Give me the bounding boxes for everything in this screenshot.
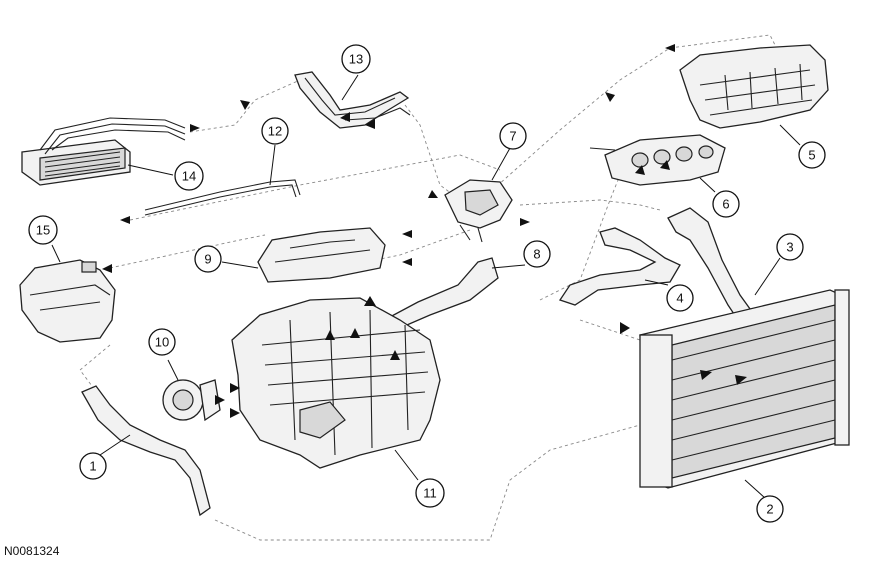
arrow-icon <box>120 216 130 224</box>
arrow-icon <box>350 328 360 338</box>
arrow-icon <box>102 264 112 273</box>
callout-3: 3 <box>776 233 804 261</box>
callout-label: 3 <box>786 240 793 255</box>
lower-hose <box>558 227 681 306</box>
heater-hose <box>294 71 411 129</box>
arrow-icon <box>635 165 645 175</box>
arrow-icon <box>660 160 670 170</box>
callout-13: 13 <box>341 44 371 74</box>
callout-11: 11 <box>415 478 445 508</box>
callout-6: 6 <box>712 190 740 218</box>
flow-line-bottom <box>214 424 641 541</box>
callout-1: 1 <box>79 452 107 480</box>
flow-line-heater <box>189 79 301 133</box>
callout-label: 13 <box>349 52 363 67</box>
flow-arrows <box>102 44 747 418</box>
thermostat-housing <box>444 179 513 243</box>
callout-label: 9 <box>204 252 211 267</box>
flow-line-7-3 <box>519 199 661 211</box>
callout-label: 8 <box>533 247 540 262</box>
intake-cover <box>257 227 386 283</box>
flow-line-13-7 <box>404 104 461 201</box>
upper-hose <box>386 257 499 329</box>
arrow-icon <box>365 119 375 129</box>
arrow-icon <box>605 92 615 102</box>
callout-label: 15 <box>36 223 50 238</box>
callout-label: 7 <box>509 129 516 144</box>
arrow-icon <box>735 375 747 385</box>
arrow-icon <box>215 395 225 405</box>
callout-label: 6 <box>722 197 729 212</box>
callout-9: 9 <box>194 245 222 273</box>
cylinder-head <box>679 44 829 129</box>
flow-paths <box>79 34 781 541</box>
figure-reference-code: N0081324 <box>4 544 60 558</box>
arrow-icon <box>190 124 200 132</box>
bypass-tube <box>144 179 301 216</box>
flow-line-4-2 <box>579 319 641 341</box>
callout-label: 10 <box>155 335 169 350</box>
callout-10: 10 <box>148 328 176 356</box>
arrow-icon <box>428 190 438 198</box>
degas-bottle <box>19 259 116 343</box>
arrow-icon <box>390 350 400 360</box>
flow-line-7-5 <box>469 34 781 211</box>
callout-14: 14 <box>174 161 204 191</box>
callout-7: 7 <box>499 122 527 150</box>
arrow-icon <box>402 258 412 266</box>
arrow-icon <box>230 383 240 393</box>
arrow-icon <box>700 370 712 380</box>
water-pump <box>162 379 221 422</box>
arrow-icon <box>230 408 240 418</box>
pump-inlet-hose <box>81 385 211 517</box>
callout-2: 2 <box>756 495 784 523</box>
arrow-icon <box>364 296 376 306</box>
callout-label: 2 <box>766 502 773 517</box>
engine-block <box>231 297 441 469</box>
flow-line-reservoir <box>109 234 266 269</box>
arrow-icon <box>520 218 530 226</box>
callout-label: 4 <box>676 291 683 306</box>
callout-5: 5 <box>798 141 826 169</box>
arrow-icon <box>402 230 412 238</box>
arrow-icon <box>665 44 675 52</box>
callout-label: 1 <box>89 459 96 474</box>
flow-line-15-1 <box>79 344 111 391</box>
heater-core <box>21 117 186 186</box>
callout-label: 5 <box>808 148 815 163</box>
callout-label: 11 <box>423 486 437 501</box>
callout-12: 12 <box>261 117 289 145</box>
arrow-icon <box>340 112 350 122</box>
callout-label: 12 <box>268 124 282 139</box>
callout-8: 8 <box>523 240 551 268</box>
callout-4: 4 <box>666 284 694 312</box>
arrow-icon <box>240 100 250 110</box>
intake-gasket <box>589 134 726 186</box>
callout-15: 15 <box>28 215 58 245</box>
callout-label: 14 <box>182 169 196 184</box>
arrow-icon <box>325 330 335 340</box>
leader-lines <box>51 74 801 499</box>
radiator <box>639 289 850 489</box>
arrow-icon <box>620 322 630 334</box>
flow-line-12 <box>129 154 501 221</box>
